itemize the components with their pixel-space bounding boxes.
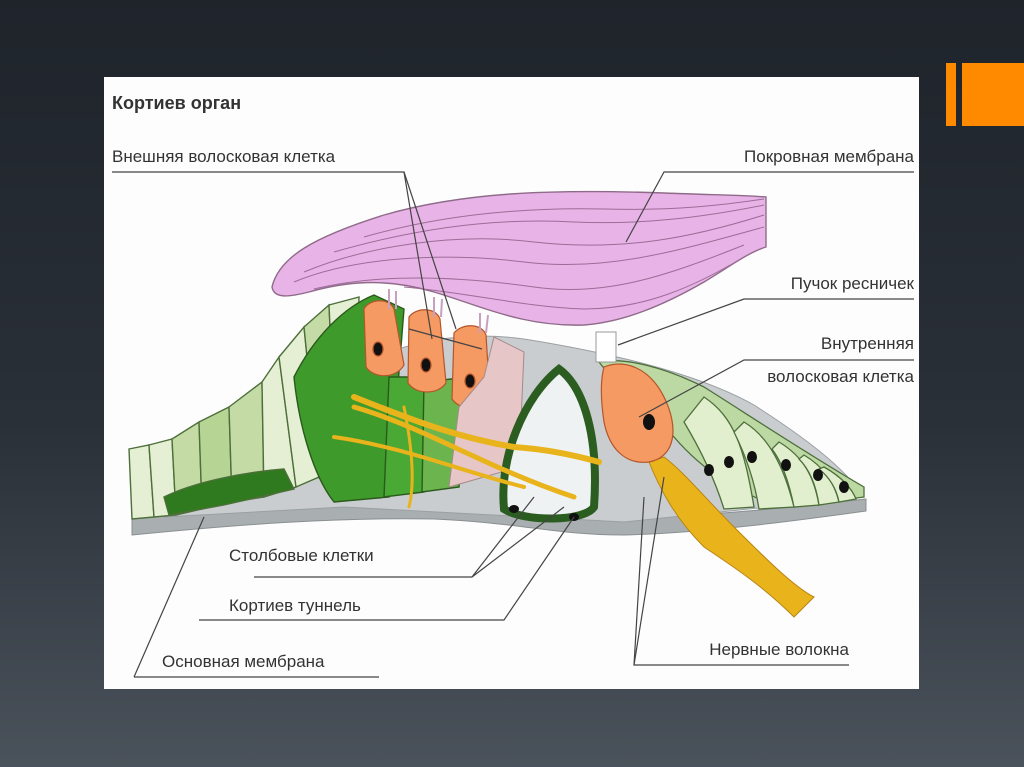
label-outer-hair-cell: Внешняя волосковая клетка (112, 147, 336, 166)
label-cilia-bundle: Пучок ресничек (791, 274, 915, 293)
label-inner-hair-cell-line2: волосковая клетка (767, 367, 914, 386)
label-corti-tunnel: Кортиев туннель (229, 596, 361, 615)
inner-hair-cell (600, 363, 674, 463)
pillar-nucleus-outer (509, 505, 519, 513)
leader-lines (112, 171, 914, 678)
nerve-fibers (332, 394, 602, 509)
accent-bar-thick (962, 63, 1024, 126)
label-nerve-fibers: Нервные волокна (709, 640, 849, 659)
slide-panel: Кортиев орган (104, 77, 919, 689)
organ-of-corti-diagram: Кортиев орган (112, 93, 915, 678)
inner-supporting-nuclei (704, 451, 849, 493)
hensen-region (448, 336, 525, 488)
diagram-title: Кортиев орган (112, 93, 241, 113)
inner-hair-cell-nucleus (643, 414, 655, 430)
label-tectorial-membrane: Покровная мембрана (744, 147, 914, 166)
label-inner-hair-cell-line1: Внутренняя (821, 334, 914, 353)
accent-bar-thin (946, 63, 956, 126)
tectorial-membrane (271, 190, 767, 326)
label-basilar-membrane: Основная мембрана (162, 652, 325, 671)
label-pillar-cells: Столбовые клетки (229, 546, 374, 565)
cilia-bundle (595, 331, 617, 363)
nerve-fiber-bundle (648, 456, 815, 618)
